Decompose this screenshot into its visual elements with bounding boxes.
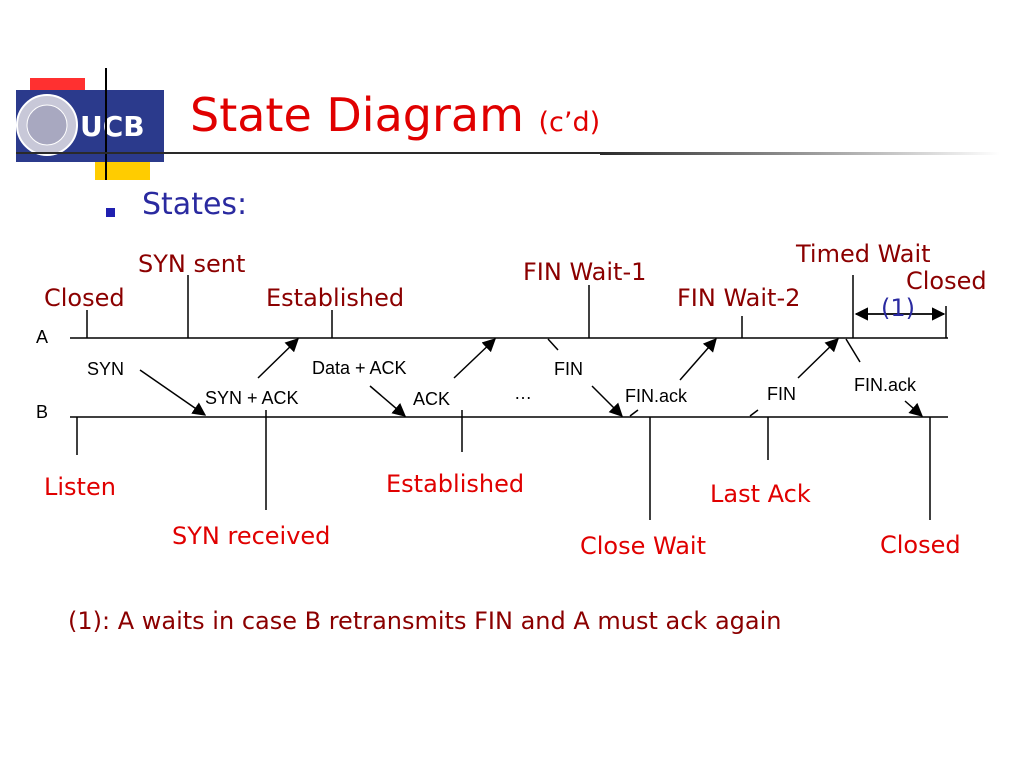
page-title: State Diagram (c’d) [190,92,600,138]
message-arrows [139,337,924,417]
arrow-ack [453,338,496,379]
state-a-syn-sent: SYN sent [138,250,246,278]
bullet-states: States: [142,187,248,222]
msg-fin-b: FIN [767,384,796,404]
msg-syn-ack: SYN + ACK [205,388,299,408]
ucb-logo: UCB [16,78,164,180]
arrow-tail-1 [629,409,639,417]
timeline-b-label: B [36,402,49,422]
bullet-square-icon [106,208,115,217]
state-b-listen: Listen [44,473,116,501]
timeline-b-ticks [76,410,931,520]
timed-wait-ref: (1) [881,294,915,322]
state-a-fin-wait-2: FIN Wait-2 [677,284,801,312]
logo-text: UCB [80,110,145,143]
msg-data-ack: Data + ACK [312,358,407,378]
title-main: State Diagram [190,88,524,142]
state-b-established: Established [386,470,525,498]
msg-fin-ack-a: FIN.ack [854,375,917,395]
state-b-syn-received: SYN received [172,522,331,550]
state-a-closed-end: Closed [906,267,987,295]
msg-ack: ACK [413,389,451,409]
arrow-fin-ack-b [679,337,717,381]
state-b-last-ack: Last Ack [710,480,811,508]
arrow-fin-b [797,338,839,379]
state-a-fin-wait-1: FIN Wait-1 [523,258,647,286]
state-b-closed: Closed [880,531,961,559]
msg-fin-ack-b: FIN.ack [625,386,688,406]
arrow-fin-ack-a [904,400,924,417]
title-suffix: (c’d) [538,107,601,138]
arrow-data-ack [369,385,407,417]
arrow-fin-a-stub [547,338,559,351]
arrow-tail-2 [749,409,759,417]
arrow-syn [139,369,207,416]
footnote: (1): A waits in case B retransmits FIN a… [68,607,782,635]
state-a-closed-start: Closed [44,284,125,312]
state-a-timed-wait: Timed Wait [796,240,931,268]
arrow-fin-a [591,385,623,417]
msg-ellipsis: … [514,383,532,403]
msg-syn: SYN [87,359,125,379]
arrow-fin-ack-a-stub [845,338,861,363]
state-a-established: Established [266,284,405,312]
state-b-close-wait: Close Wait [580,532,706,560]
timeline-a-label: A [36,327,49,347]
arrow-syn-ack [257,338,299,379]
title-underline-fade [600,152,1000,155]
timeline-a-ticks [86,275,947,338]
msg-fin-a: FIN [554,359,583,379]
